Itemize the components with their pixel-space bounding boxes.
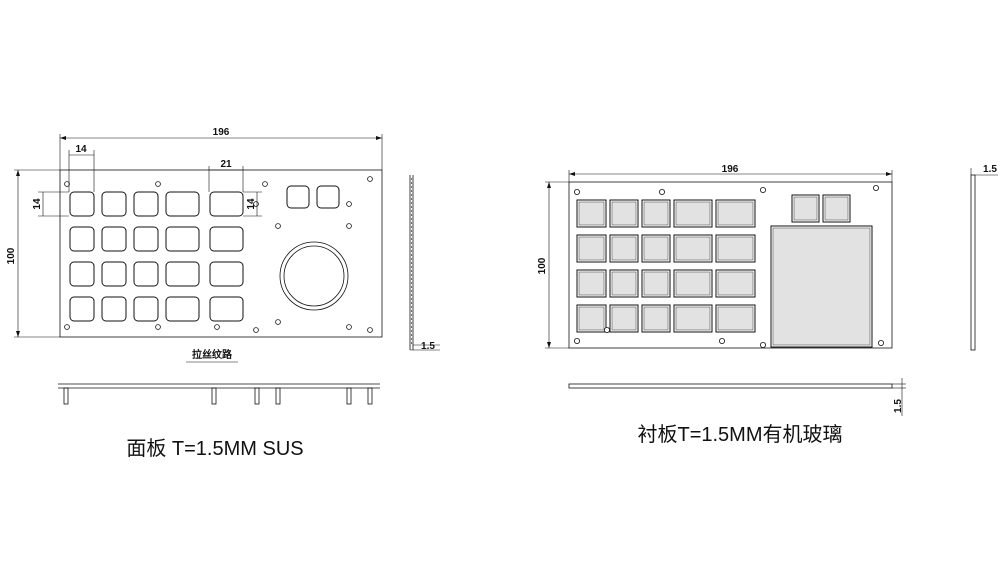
- backplate-bottom-thickness-label: 1.5: [893, 399, 904, 413]
- panel-trackball-outer-ring: [279, 241, 349, 311]
- panel-key-width-dimension: 14: [68, 144, 95, 192]
- panel-key: [209, 296, 244, 322]
- panel-stud: [275, 387, 281, 405]
- panel-trackball-inner-ring: [283, 245, 345, 307]
- backplate-mount-hole: [873, 184, 880, 191]
- panel-thickness-label: 1.5: [421, 341, 435, 352]
- panel-key-height-label: 14: [32, 198, 43, 210]
- panel-key: [133, 191, 159, 217]
- panel-key: [209, 226, 244, 252]
- backplate-mount-hole: [659, 188, 666, 195]
- panel-height-dimension: 100: [6, 169, 60, 338]
- panel-wide-key-width-label: 21: [220, 159, 232, 170]
- panel-mount-hole: [155, 324, 161, 330]
- backplate-mount-holes: [574, 184, 885, 348]
- panel-mount-hole: [262, 181, 268, 187]
- panel-mount-hole: [367, 327, 373, 333]
- panel-mount-hole: [253, 327, 259, 333]
- panel-side-view: 1.5: [409, 175, 440, 352]
- panel-mount-hole: [346, 223, 352, 229]
- backplate-width-dimension: 196: [568, 164, 893, 182]
- backplate-height-dimension: 100: [537, 181, 569, 349]
- panel-studs: [63, 387, 373, 405]
- panel-width-label: 196: [213, 127, 230, 138]
- panel-mount-holes: [64, 176, 373, 333]
- panel-key: [209, 191, 244, 217]
- panel-mount-hole: [64, 181, 70, 187]
- backplate-mount-hole: [574, 188, 581, 195]
- panel-key: [133, 296, 159, 322]
- backplate-outline: [568, 181, 893, 349]
- backplate-mount-hole: [760, 186, 767, 193]
- panel-mount-hole: [346, 201, 352, 207]
- panel-key: [69, 296, 95, 322]
- panel-caption: 面板 T=1.5MM SUS: [126, 437, 303, 460]
- panel-key-height-dimension: 14: [32, 191, 69, 217]
- brush-note-label: 拉丝纹路: [192, 348, 233, 361]
- panel-key: [101, 191, 127, 217]
- panel-width-dimension: 196: [59, 127, 383, 170]
- panel-key: [133, 261, 159, 287]
- backplate-mount-hole: [719, 337, 726, 344]
- backplate-side-thickness-label: 1.5: [983, 164, 997, 175]
- panel-wide-key-width-dimension: 21: [208, 159, 244, 192]
- panel-key: [209, 261, 244, 287]
- panel-mount-hole: [346, 324, 352, 330]
- panel-stud: [367, 387, 373, 405]
- panel-stud: [211, 387, 217, 405]
- panel-brush-note: 拉丝纹路: [186, 348, 238, 363]
- panel-wide-key-height-dimension: 14: [243, 191, 262, 217]
- backplate-bottom-view: 1.5: [568, 378, 906, 416]
- panel-key: [101, 226, 127, 252]
- panel-height-label: 100: [6, 247, 17, 264]
- panel-key: [69, 261, 95, 287]
- panel-key: [165, 191, 200, 217]
- backplate-height-label: 100: [537, 257, 548, 274]
- backplate-caption: 衬板T=1.5MM有机玻璃: [637, 423, 842, 446]
- panel-key: [165, 296, 200, 322]
- panel-mount-hole: [64, 324, 70, 330]
- backplate-mount-hole: [760, 341, 767, 348]
- panel-key-grid: [69, 191, 244, 322]
- panel-mount-hole: [275, 223, 281, 229]
- backplate-mount-hole: [604, 326, 611, 333]
- panel-key: [165, 226, 200, 252]
- panel-aux-key: [286, 185, 310, 209]
- panel-mount-hole: [275, 319, 281, 325]
- panel-stud: [346, 387, 352, 405]
- panel-wide-key-height-label: 14: [246, 198, 257, 210]
- panel-mount-hole: [214, 324, 220, 330]
- panel-stud: [254, 387, 260, 405]
- backplate-mount-hole: [574, 337, 581, 344]
- panel-aux-key: [316, 185, 340, 209]
- panel-key: [165, 261, 200, 287]
- panel-key: [101, 296, 127, 322]
- backplate-side-view: 1.5: [970, 164, 998, 351]
- panel-key-width-label: 14: [75, 144, 87, 155]
- backplate-width-label: 196: [722, 164, 739, 175]
- panel-bottom-view: [58, 383, 380, 405]
- panel-key: [101, 261, 127, 287]
- panel-key: [69, 226, 95, 252]
- panel-mount-hole: [155, 181, 161, 187]
- panel-mount-hole: [367, 176, 373, 182]
- backplate-front-view: [568, 181, 893, 349]
- panel-key: [133, 226, 159, 252]
- panel-key: [69, 191, 95, 217]
- face-panel-front-view: [59, 169, 383, 338]
- panel-stud: [63, 387, 69, 405]
- backplate-mount-hole: [878, 339, 885, 346]
- backplate-key-grid: [576, 199, 756, 333]
